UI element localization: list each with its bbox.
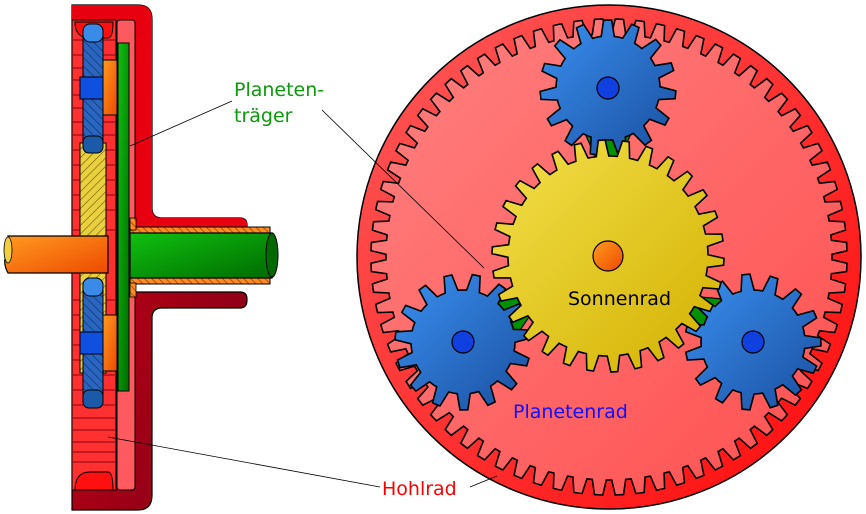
leader-carrier-right [321,109,485,269]
front-view [356,4,862,510]
planet-gear-section-upper [79,23,104,154]
shaft-bearing [129,226,271,234]
planet-pin-left [451,330,475,354]
leader-carrier-left [129,100,233,147]
input-shaft [4,235,109,274]
sun-shaft-hub [592,240,624,272]
label-planet-gear: Planetenrad [513,401,628,423]
planet-carrier-section [117,42,130,392]
cross-section-view [3,4,279,511]
output-shaft [129,232,276,279]
planet-pin-lower [102,314,118,372]
label-planet-carrier-line1: Planeten- [234,79,324,101]
label-planet-carrier-line2: träger [234,105,293,127]
planet-pin-upper [102,59,118,116]
leader-ring-right [469,475,498,488]
planet-pin-top [596,76,620,100]
label-sun-gear: Sonnenrad [568,288,671,310]
planet-pin-right [741,330,765,354]
label-ring-gear: Hohlrad [382,478,457,500]
leader-ring-left [107,436,381,488]
planet-gear-section-lower [79,277,104,409]
